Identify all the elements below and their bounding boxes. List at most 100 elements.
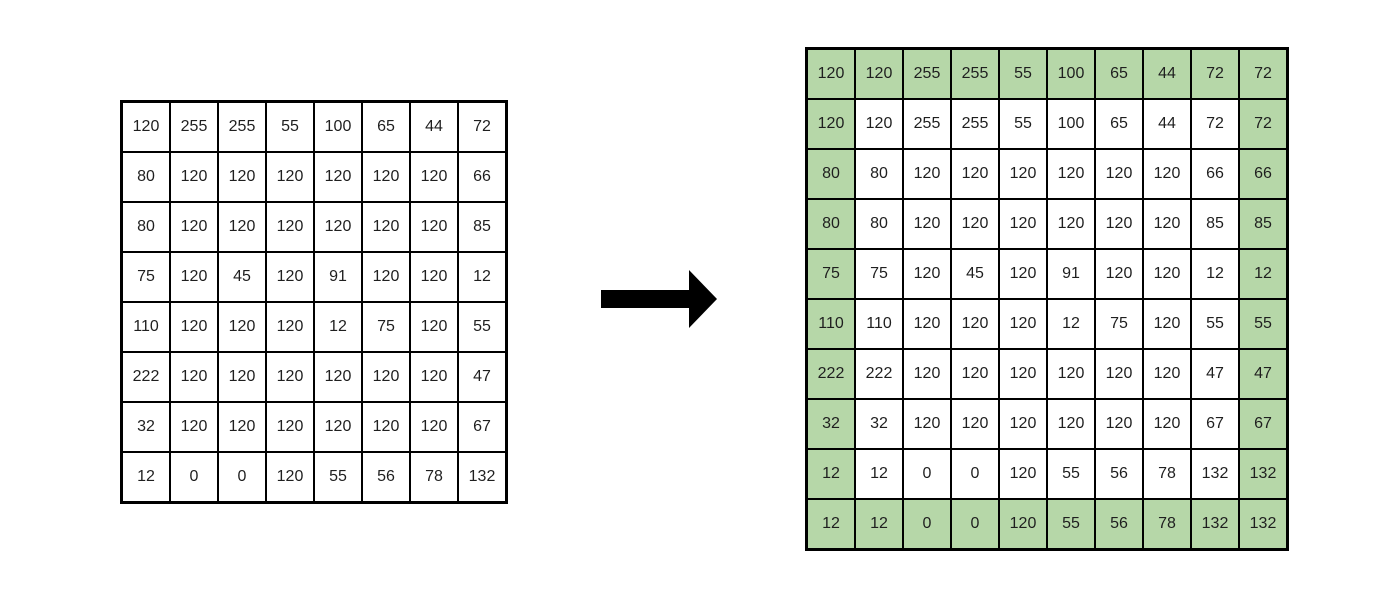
grid-cell: 120: [266, 152, 314, 202]
grid-cell: 120: [362, 202, 410, 252]
grid-cell: 12: [122, 452, 170, 502]
grid-cell: 75: [122, 252, 170, 302]
grid-cell: 120: [1143, 349, 1191, 399]
grid-cell: 85: [458, 202, 506, 252]
grid-cell: 120: [1047, 399, 1095, 449]
grid-cell: 120: [903, 399, 951, 449]
grid-cell: 12: [855, 449, 903, 499]
grid-cell: 45: [951, 249, 999, 299]
grid-cell: 222: [807, 349, 855, 399]
grid-cell: 80: [122, 152, 170, 202]
grid-cell: 67: [458, 402, 506, 452]
grid-cell: 65: [362, 102, 410, 152]
grid-cell: 132: [1239, 499, 1287, 549]
grid-cell: 55: [266, 102, 314, 152]
grid-cell: 255: [170, 102, 218, 152]
grid-cell: 120: [999, 249, 1047, 299]
grid-cell: 72: [1191, 49, 1239, 99]
grid-cell: 56: [362, 452, 410, 502]
grid-cell: 120: [314, 352, 362, 402]
grid-cell: 55: [999, 99, 1047, 149]
grid-cell: 67: [1239, 399, 1287, 449]
grid-cell: 12: [1191, 249, 1239, 299]
grid-cell: 120: [218, 302, 266, 352]
grid-cell: 55: [1191, 299, 1239, 349]
grid-cell: 12: [1239, 249, 1287, 299]
grid-cell: 120: [410, 302, 458, 352]
grid-cell: 120: [170, 202, 218, 252]
grid-cell: 85: [1239, 199, 1287, 249]
grid-cell: 120: [999, 399, 1047, 449]
grid-cell: 120: [218, 402, 266, 452]
grid-cell: 255: [903, 49, 951, 99]
right-arrow-icon: [601, 270, 717, 328]
grid-cell: 120: [807, 99, 855, 149]
grid-cell: 120: [999, 449, 1047, 499]
grid-cell: 110: [855, 299, 903, 349]
grid-cell: 85: [1191, 199, 1239, 249]
grid-cell: 120: [314, 152, 362, 202]
grid-cell: 110: [807, 299, 855, 349]
grid-cell: 120: [170, 352, 218, 402]
grid-cell: 120: [1143, 299, 1191, 349]
grid-cell: 255: [903, 99, 951, 149]
grid-cell: 78: [1143, 449, 1191, 499]
grid-cell: 120: [1143, 399, 1191, 449]
grid-cell: 47: [1191, 349, 1239, 399]
grid-cell: 120: [314, 202, 362, 252]
grid-cell: 120: [1047, 199, 1095, 249]
grid-cell: 120: [999, 199, 1047, 249]
grid-cell: 120: [1095, 249, 1143, 299]
grid-cell: 72: [1239, 99, 1287, 149]
grid-cell: 0: [218, 452, 266, 502]
grid-cell: 120: [951, 349, 999, 399]
grid-cell: 47: [1239, 349, 1287, 399]
grid-cell: 120: [999, 149, 1047, 199]
grid-cell: 91: [314, 252, 362, 302]
grid-cell: 45: [218, 252, 266, 302]
grid-cell: 120: [903, 149, 951, 199]
grid-cell: 75: [855, 249, 903, 299]
grid-cell: 80: [807, 149, 855, 199]
grid-cell: 120: [266, 252, 314, 302]
grid-cell: 67: [1191, 399, 1239, 449]
grid-cell: 132: [1191, 449, 1239, 499]
grid-cell: 66: [1239, 149, 1287, 199]
grid-cell: 75: [1095, 299, 1143, 349]
grid-cell: 56: [1095, 449, 1143, 499]
grid-cell: 44: [1143, 99, 1191, 149]
grid-cell: 120: [807, 49, 855, 99]
grid-cell: 78: [410, 452, 458, 502]
grid-cell: 120: [410, 352, 458, 402]
grid-cell: 12: [458, 252, 506, 302]
grid-cell: 120: [903, 199, 951, 249]
grid-cell: 12: [807, 449, 855, 499]
grid-cell: 66: [458, 152, 506, 202]
grid-cell: 12: [807, 499, 855, 549]
grid-cell: 120: [1143, 199, 1191, 249]
grid-cell: 120: [951, 399, 999, 449]
grid-cell: 120: [1143, 249, 1191, 299]
grid-cell: 132: [1239, 449, 1287, 499]
grid-cell: 80: [807, 199, 855, 249]
grid-cell: 55: [1047, 449, 1095, 499]
grid-cell: 120: [362, 352, 410, 402]
grid-cell: 120: [170, 252, 218, 302]
grid-cell: 120: [314, 402, 362, 452]
grid-cell: 120: [951, 299, 999, 349]
grid-cell: 32: [122, 402, 170, 452]
grid-cell: 120: [170, 152, 218, 202]
grid-cell: 120: [170, 402, 218, 452]
grid-cell: 100: [314, 102, 362, 152]
grid-cell: 120: [266, 302, 314, 352]
grid-cell: 132: [1191, 499, 1239, 549]
grid-cell: 91: [1047, 249, 1095, 299]
grid-cell: 120: [1047, 149, 1095, 199]
grid-cell: 120: [362, 402, 410, 452]
grid-cell: 120: [266, 402, 314, 452]
grid-cell: 72: [458, 102, 506, 152]
grid-cell: 120: [218, 202, 266, 252]
grid-cell: 75: [362, 302, 410, 352]
grid-cell: 65: [1095, 49, 1143, 99]
